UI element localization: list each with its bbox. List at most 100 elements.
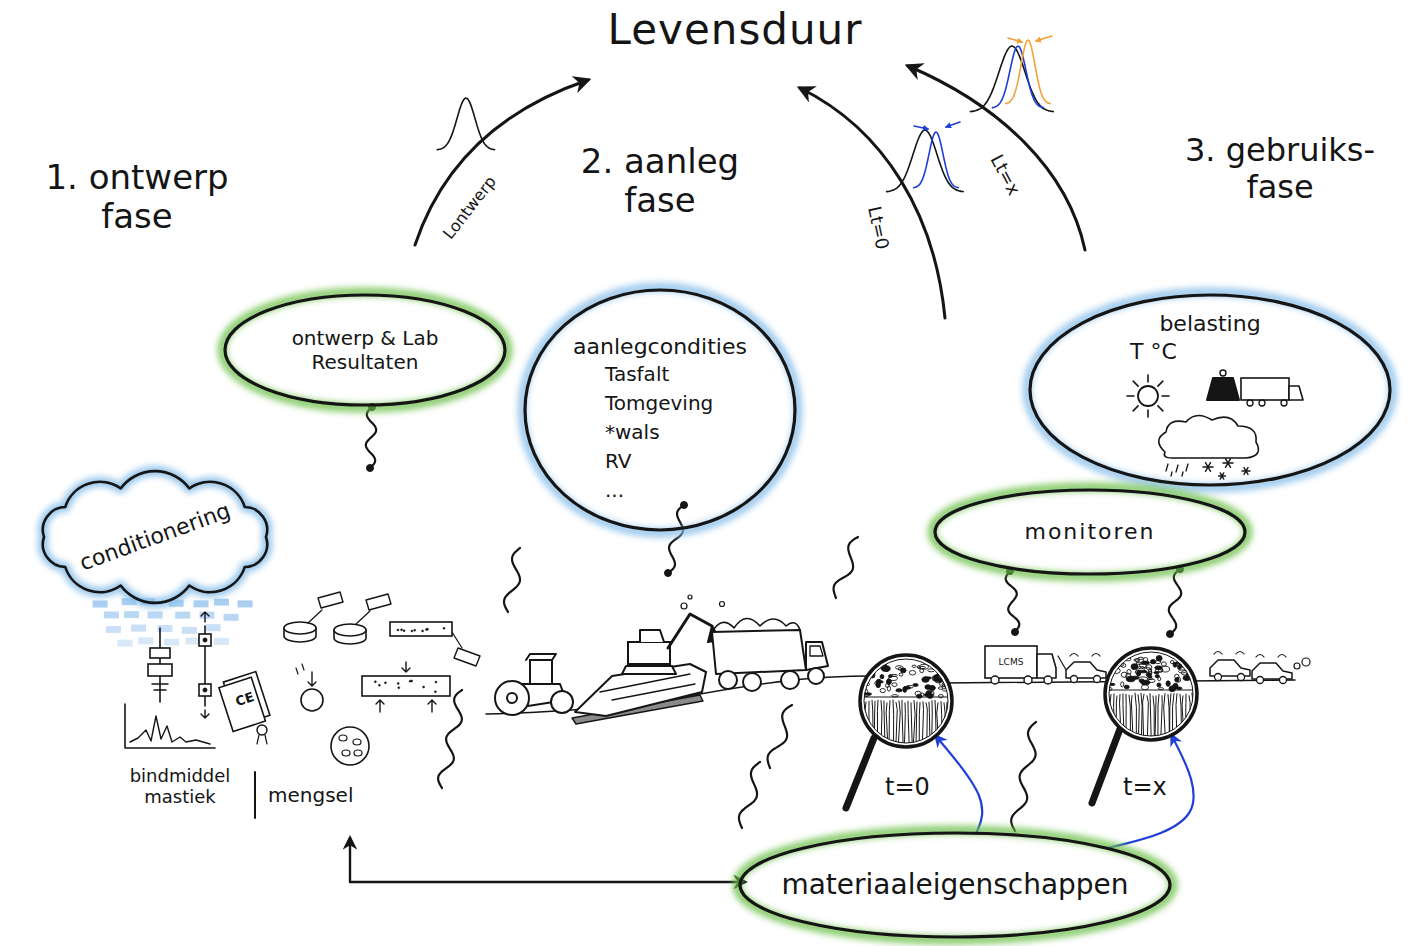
specimen: [334, 624, 366, 636]
outline-glow: [222, 292, 508, 408]
distribution-curve: [1006, 40, 1051, 103]
snowflake: [1206, 463, 1211, 472]
lifetime-label: Lontwerp: [440, 173, 500, 243]
node-heading: belasting: [1040, 311, 1380, 337]
base-texture: [1182, 696, 1184, 740]
aggregate-dot: [423, 686, 425, 688]
aggregate: [1155, 675, 1159, 678]
base-texture: [1158, 694, 1159, 740]
conditioning-mark: [131, 625, 146, 632]
seal: [257, 735, 267, 744]
distribution-curve: [970, 46, 1053, 111]
title: Levensduur: [485, 6, 985, 54]
base-texture: [908, 701, 909, 747]
roller-wheel: [551, 691, 573, 713]
node-heading: monitoren: [945, 519, 1235, 545]
conditioning-mark: [104, 611, 119, 618]
sun-ray: [1133, 406, 1138, 411]
leader-line: [438, 690, 462, 788]
lifetime-label-box: Lt=x: [986, 151, 1024, 199]
outline: [225, 295, 505, 405]
test-device: [152, 684, 168, 690]
base-texture: [1180, 694, 1181, 740]
aggregate-dot: [397, 629, 399, 631]
aggregate: [1150, 661, 1154, 663]
wheel: [1044, 676, 1052, 684]
conditioning-mark: [238, 600, 253, 607]
paver: [575, 664, 706, 716]
steam: [681, 603, 687, 609]
leader-dot: [665, 570, 672, 577]
aggregate: [917, 666, 920, 669]
distribution-curve: [437, 98, 494, 150]
motion-mark: [1070, 654, 1100, 657]
sun: [1138, 386, 1158, 406]
graph-axis: [125, 704, 215, 748]
lens-ring: [860, 655, 952, 747]
wheel: [719, 671, 737, 689]
aggregate: [887, 686, 890, 691]
truck-load: [712, 618, 800, 632]
lens-ring: [1109, 652, 1193, 736]
snowflake: [1244, 468, 1248, 475]
design-callout: ontwerp & Lab Resultaten: [225, 295, 505, 405]
aggregate: [1136, 662, 1145, 664]
leader-line: [739, 762, 760, 828]
base-texture: [874, 701, 876, 747]
conditioning-mark: [182, 627, 197, 634]
base-texture: [1155, 696, 1156, 740]
certificate: [218, 672, 271, 732]
aggregate: [1121, 682, 1124, 687]
aggregate: [1134, 659, 1139, 661]
conditioning-mark: [164, 639, 179, 646]
aggregate: [1176, 687, 1182, 690]
aggregate: [1176, 677, 1181, 682]
leader-line: [834, 537, 858, 598]
wheel: [743, 673, 761, 691]
node-heading: materiaaleigenschappen: [750, 868, 1160, 902]
title-box: Levensduur: [485, 6, 985, 54]
conditioning-mark: [175, 612, 190, 619]
base-texture: [937, 703, 939, 747]
force-arrow: [376, 662, 436, 712]
aggregate: [865, 693, 871, 696]
aggregate: [912, 665, 916, 667]
base-texture: [935, 700, 936, 747]
wheel: [1247, 400, 1253, 406]
aggregate-dot: [411, 630, 413, 632]
conditioning-mark: [214, 638, 229, 645]
lens-handle: [846, 738, 874, 808]
graph-trace: [130, 716, 210, 744]
node-text: RV: [605, 447, 785, 476]
leader-dot: [367, 465, 374, 472]
truck-cab: [806, 642, 828, 670]
distribution-curve: [992, 46, 1043, 107]
lens-handle: [1092, 729, 1120, 803]
material-callout: materiaaleigenschappen: [740, 833, 1170, 937]
aggregate: [1158, 688, 1163, 690]
aggregate: [899, 673, 903, 676]
aggregate: [1156, 656, 1162, 661]
node-text: T °C: [1130, 339, 1380, 365]
layer-line: [1105, 689, 1197, 690]
snowflake: [1244, 468, 1248, 475]
aggregate: [920, 669, 924, 673]
aggregate: [1138, 667, 1145, 669]
beam-specimen: [362, 676, 450, 696]
wheel: [1094, 676, 1101, 683]
outline: [525, 290, 795, 530]
material-label-box: mengsel: [268, 784, 368, 807]
phase-label: 2. aanleg fase: [560, 142, 760, 220]
seal: [257, 725, 267, 735]
excavator-track: [622, 666, 676, 674]
base-texture: [904, 703, 906, 747]
aggregate: [1131, 664, 1138, 670]
outline-glow: [737, 830, 1173, 940]
leader-dot: [1167, 631, 1174, 638]
wheel: [1280, 677, 1287, 684]
conditioning-mark: [206, 624, 221, 631]
wheel: [1071, 676, 1078, 683]
construction-callout: aanlegconditiesTasfaltTomgeving*walsRV..…: [525, 290, 795, 530]
paver: [600, 674, 695, 700]
motion-mark: [1256, 655, 1286, 658]
